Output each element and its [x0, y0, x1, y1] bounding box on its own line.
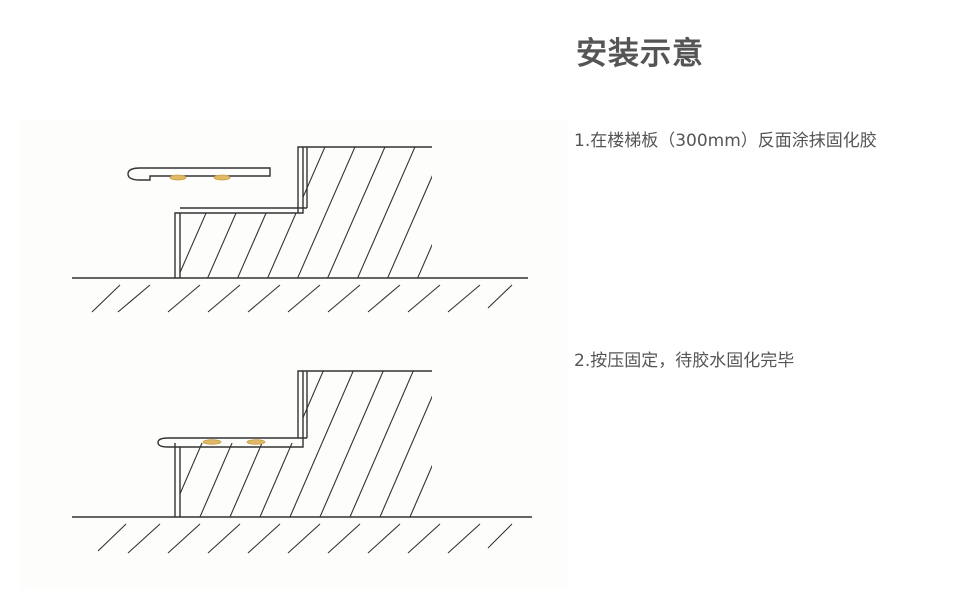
- stair-hatching: [180, 147, 432, 278]
- glue-dots: [202, 439, 266, 445]
- ground-hatching: [91, 284, 513, 313]
- drawing-panel: [20, 120, 568, 590]
- stair-section-before-icon: [72, 146, 528, 313]
- stair-hatching: [180, 371, 432, 517]
- page-title: 安装示意: [576, 36, 704, 72]
- step-1-text: 1.在楼梯板（300mm）反面涂抹固化胶: [574, 131, 877, 151]
- step-2-text: 2.按压固定，待胶水固化完毕: [574, 351, 795, 371]
- stair-outline: [174, 146, 432, 278]
- tread-board: [157, 437, 307, 448]
- ground-hatching: [97, 523, 513, 554]
- stair-outline: [174, 370, 432, 517]
- tread-board: [127, 167, 271, 181]
- glue-dots: [169, 174, 231, 181]
- stair-section-after-icon: [72, 370, 532, 554]
